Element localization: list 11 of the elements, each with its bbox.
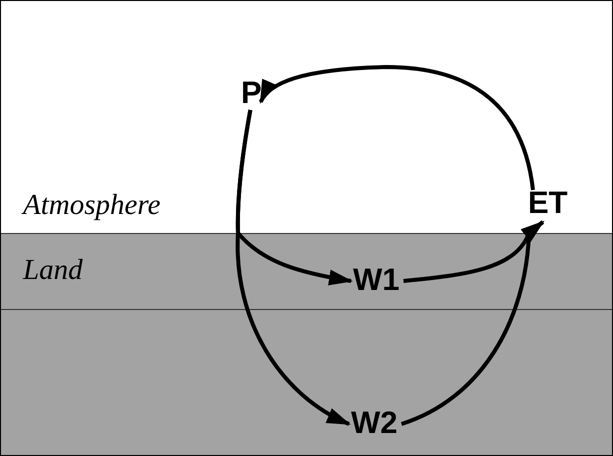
flow-arrow — [400, 220, 544, 426]
storage-label: W2 — [351, 407, 398, 439]
flux-label: ET — [528, 187, 568, 219]
storage-label: W1 — [353, 264, 400, 296]
flow-arrow — [258, 65, 535, 190]
flow-arrow — [236, 110, 351, 426]
flux-label: P — [241, 77, 262, 109]
lower-soil-layer — [1, 309, 612, 455]
upper-soil-layer — [1, 233, 612, 310]
region-label: Land — [23, 254, 83, 286]
region-label: Atmosphere — [23, 189, 160, 221]
